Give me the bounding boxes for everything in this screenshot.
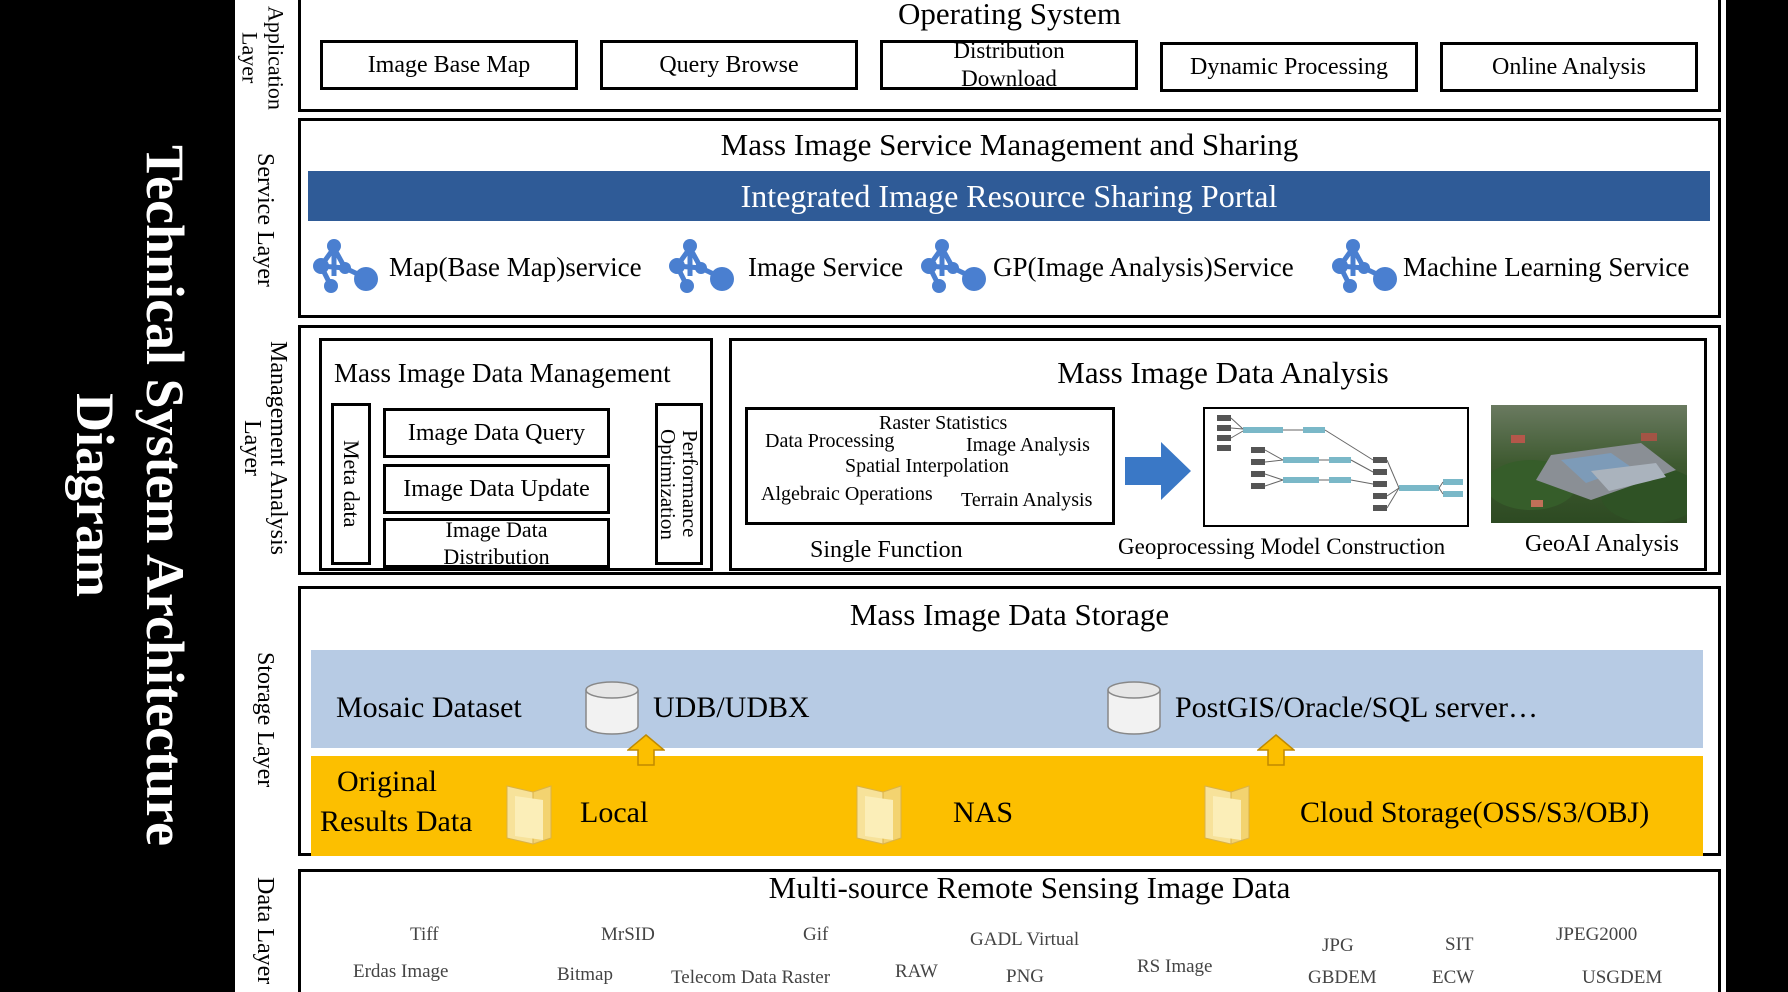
diagram-title: Technical System Architecture Diagram [65,144,195,846]
format-telecom: Telecom Data Raster [671,967,831,988]
format-tiff: Tiff [410,924,439,945]
network-icon [313,239,378,293]
performance-optimization-box: Performance Optimization [655,403,703,565]
right-border [1726,0,1788,992]
single-function-label: Single Function [810,537,963,563]
format-raw: RAW [895,961,938,982]
format-usgdem: USGDEM [1582,967,1663,988]
sharing-portal-banner: Integrated Image Resource Sharing Portal [308,171,1710,221]
format-rs-image: RS Image [1137,956,1213,977]
format-gadl: GADL Virtual [970,929,1080,950]
folder-icon [506,785,552,845]
format-sit: SIT [1445,934,1474,955]
format-bitmap: Bitmap [557,964,613,985]
format-erdas: Erdas Image [353,961,449,982]
storage-title: Mass Image Data Storage [849,597,1170,632]
data-layer-label: Data Layer [252,877,278,985]
metadata-box: Meta data [331,403,371,565]
query-browse-button[interactable]: Query Browse [600,40,858,90]
application-layer-label: Application Layer [237,5,289,110]
data-analysis-title: Mass Image Data Analysis [1057,355,1389,390]
format-mrsid: MrSID [601,924,655,945]
format-jpg: JPG [1322,935,1354,956]
image-data-distribution-button[interactable]: Image Data Distribution [383,518,610,568]
left-sidebar: Technical System Architecture Diagram [0,0,235,992]
map-service-label: Map(Base Map)service [389,252,642,282]
results-data-label: Results Data [320,805,473,838]
network-icon [921,239,986,293]
original-label: Original [337,765,437,798]
data-management-title: Mass Image Data Management [334,358,671,388]
single-function-box [745,407,1115,525]
image-data-query-button[interactable]: Image Data Query [383,408,610,458]
aerial-photo-thumbnail [1491,405,1687,523]
gp-service-label: GP(Image Analysis)Service [993,252,1294,282]
data-layer-box: Multi-source Remote Sensing Image Data [298,869,1721,992]
online-analysis-button[interactable]: Online Analysis [1440,42,1698,92]
up-arrow-icon [1257,734,1295,766]
network-icon [669,239,734,293]
network-icon [1332,239,1397,293]
ml-service-label: Machine Learning Service [1403,252,1690,282]
dynamic-processing-button[interactable]: Dynamic Processing [1160,42,1418,92]
up-arrow-icon [627,734,665,766]
algebraic-operations-label: Algebraic Operations [761,483,933,505]
service-layer-label: Service Layer [252,153,278,287]
local-storage-label: Local [580,796,649,829]
postgis-label: PostGIS/Oracle/SQL server… [1175,691,1538,724]
format-jpeg2000: JPEG2000 [1556,924,1638,945]
spatial-interpolation-label: Spatial Interpolation [845,455,1009,477]
operating-system-title: Operating System [898,0,1121,31]
distribution-download-button[interactable]: Distribution Download [880,40,1138,90]
database-band [311,650,1703,748]
database-icon [585,681,639,735]
image-data-update-button[interactable]: Image Data Update [383,464,610,514]
format-gbdem: GBDEM [1308,967,1377,988]
database-icon [1107,681,1161,735]
udb-label: UDB/UDBX [653,691,810,724]
storage-layer-label: Storage Layer [252,652,278,788]
image-analysis-label: Image Analysis [966,434,1090,456]
folder-icon [856,785,902,845]
diagram-canvas: Application Layer Operating System Image… [235,0,1726,992]
right-arrow-icon [1125,442,1191,500]
model-flowchart-thumbnail [1203,407,1469,527]
service-management-title: Mass Image Service Management and Sharin… [720,127,1299,162]
image-service-label: Image Service [748,252,904,282]
nas-storage-label: NAS [953,796,1014,829]
format-ecw: ECW [1432,967,1475,988]
cloud-storage-label: Cloud Storage(OSS/S3/OBJ) [1300,796,1650,829]
mosaic-dataset-label: Mosaic Dataset [336,691,522,724]
data-layer-title: Multi-source Remote Sensing Image Data [768,870,1291,905]
geoprocessing-model-label: Geoprocessing Model Construction [1118,534,1446,559]
folder-icon [1204,785,1250,845]
data-processing-label: Data Processing [765,430,895,452]
format-png: PNG [1006,966,1045,987]
image-base-map-button[interactable]: Image Base Map [320,40,578,90]
management-layer-label: Management Analysis Layer [239,340,291,555]
raster-statistics-label: Raster Statistics [879,412,1008,434]
format-gif: Gif [803,924,829,945]
geoai-analysis-label: GeoAI Analysis [1525,531,1679,557]
terrain-analysis-label: Terrain Analysis [961,489,1093,511]
